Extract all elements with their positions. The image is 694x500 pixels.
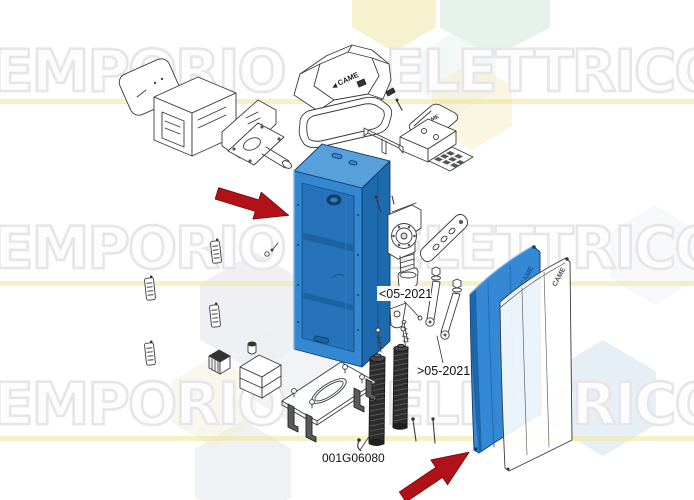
small-screw-washer: [264, 242, 279, 257]
control-box: [399, 118, 457, 163]
gearmotor: [374, 195, 469, 291]
label-pre-2021: <05-2021: [377, 286, 432, 301]
came-logo-mark: [332, 82, 338, 88]
circuit-board: [428, 146, 474, 172]
bracket-screw: [403, 322, 410, 343]
highlight-arrow-top: [214, 187, 290, 220]
lamp-front-cover: [153, 76, 237, 157]
svg-text:001G06080: 001G06080: [322, 451, 385, 465]
tension-rod-1: [425, 266, 441, 327]
svg-text:>05-2021: >05-2021: [417, 364, 470, 378]
leader-lines: [359, 300, 444, 451]
mounting-bracket-rod: [363, 127, 404, 155]
fastener-keys: [385, 87, 403, 111]
spring-screws: [375, 326, 408, 353]
door-panel: CAME: [499, 257, 573, 472]
watermark-underline: [0, 436, 694, 441]
top-cover: CAME: [293, 44, 392, 112]
balance-spring-2: [392, 343, 409, 430]
svg-text:<05-2021: <05-2021: [379, 287, 432, 301]
flange-plate-shaft: [227, 122, 292, 169]
cabinet-housing: [293, 143, 391, 368]
watermark-text: EMPORIO: [0, 214, 288, 282]
cover-clip: [356, 78, 367, 88]
transmission-arm: [419, 213, 469, 263]
watermark-text: ELETTRICO: [384, 37, 694, 105]
highlight-arrow-bottom: [398, 451, 470, 500]
hinge-plate: [209, 302, 221, 328]
hinge-plate: [210, 238, 222, 264]
release-bracket: [389, 302, 423, 343]
lock-cylinder: [208, 349, 231, 375]
rubber-cap: [247, 341, 257, 355]
label-post-2021: >05-2021: [415, 363, 470, 378]
hinge-plate: [144, 340, 156, 366]
balance-spring-1: [368, 353, 386, 446]
small-fasteners: [357, 417, 436, 454]
cover-box: [239, 354, 282, 399]
plate-studs: [291, 364, 365, 409]
label-part-code: 001G06080: [320, 451, 386, 465]
tension-rod-2: [440, 278, 462, 340]
anchor-legs: [287, 378, 377, 443]
hinge-plate: [144, 275, 156, 301]
anchor-base-plate: [281, 361, 377, 443]
cover-gasket: [298, 96, 393, 149]
